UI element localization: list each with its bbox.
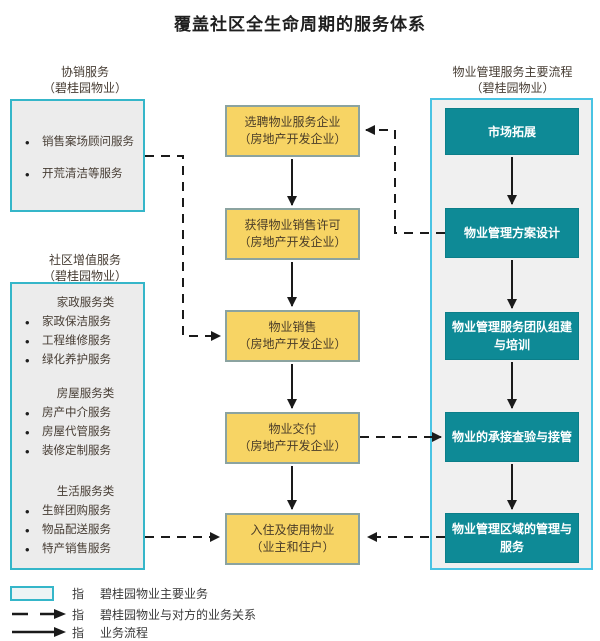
flow-box-line1: 物业销售 (268, 320, 317, 334)
value-added-label-line1: 社区增值服务 (48, 253, 121, 267)
list-item: 装修定制服务 (12, 442, 143, 461)
pm-process-label: 物业管理服务主要流程 （碧桂园物业） (415, 64, 600, 96)
flow-box-label: 物业管理方案设计 (463, 226, 560, 240)
flow-box-line2: （业主和住户） (250, 540, 335, 554)
flow-box-label: 物业管理区域的管理与服务 (452, 522, 573, 554)
flow-box-property-sales: 物业销售 （房地产开发企业） (225, 310, 360, 362)
flow-box-line1: 获得物业销售许可 (244, 218, 341, 232)
flow-box-line2: （房地产开发企业） (238, 439, 347, 453)
flow-box-team-building-training: 物业管理服务团队组建与培训 (445, 312, 579, 360)
pm-process-label-line2: （碧桂园物业） (470, 81, 555, 95)
list-item: 家政保洁服务 (12, 313, 143, 332)
cosales-label: 协销服务 （碧桂园物业） (10, 64, 160, 96)
legend-box-symbol (10, 585, 72, 601)
group-title: 生活服务类 (56, 486, 115, 498)
flow-box-takeover-inspection: 物业的承接查验与接管 (445, 412, 579, 462)
flow-box-line2: （房地产开发企业） (238, 337, 347, 351)
value-added-label-line2: （碧桂园物业） (42, 269, 127, 283)
list-item: 开荒清洁等服务 (12, 165, 143, 184)
legend-prefix: 指 (72, 625, 85, 640)
value-added-panel: 家政服务类 家政保洁服务 工程维修服务 绿化养护服务 房屋服务类 房产中介服务 … (10, 282, 145, 570)
legend-dashed-arrow-symbol (10, 608, 72, 620)
flow-box-line2: （房地产开发企业） (238, 132, 347, 146)
list-item: 特产销售服务 (12, 540, 143, 559)
list-item: 销售案场顾问服务 (12, 133, 143, 152)
list-item: 房屋代管服务 (12, 423, 143, 442)
flow-box-obtain-sales-permit: 获得物业销售许可 （房地产开发企业） (225, 208, 360, 260)
service-group-housing: 房屋服务类 房产中介服务 房屋代管服务 装修定制服务 (12, 385, 143, 461)
flow-box-line2: （房地产开发企业） (238, 235, 347, 249)
flow-box-select-pm-company: 选聘物业服务企业 （房地产开发企业） (225, 105, 360, 157)
value-added-label: 社区增值服务 （碧桂园物业） (10, 252, 160, 284)
group-title: 房屋服务类 (56, 388, 115, 400)
list-item: 房产中介服务 (12, 404, 143, 423)
pm-process-label-line1: 物业管理服务主要流程 (452, 65, 573, 79)
flow-box-property-delivery: 物业交付 （房地产开发企业） (225, 412, 360, 464)
legend-solid-arrow-symbol (10, 626, 72, 638)
flow-box-line1: 入住及使用物业 (250, 523, 335, 537)
flow-box-label: 物业的承接查验与接管 (452, 430, 573, 444)
flow-box-line1: 物业交付 (268, 422, 317, 436)
legend-row-main-business: 指 碧桂园物业主要业务 (10, 584, 208, 602)
flow-box-label: 物业管理服务团队组建与培训 (452, 320, 573, 352)
cosales-list: 销售案场顾问服务 开荒清洁等服务 (12, 101, 143, 184)
legend-text: 业务流程 (100, 625, 149, 640)
cosales-panel: 销售案场顾问服务 开荒清洁等服务 (10, 99, 145, 212)
flow-box-market-expansion: 市场拓展 (445, 108, 579, 155)
legend-row-business-flow: 指 业务流程 (10, 623, 148, 641)
flow-box-line1: 选聘物业服务企业 (244, 115, 341, 129)
flow-box-pm-plan-design: 物业管理方案设计 (445, 208, 579, 258)
service-group-housekeeping: 家政服务类 家政保洁服务 工程维修服务 绿化养护服务 (12, 294, 143, 370)
list-item: 物品配送服务 (12, 521, 143, 540)
list-item: 绿化养护服务 (12, 351, 143, 370)
cosales-label-line1: 协销服务 (60, 65, 109, 79)
legend-text: 碧桂园物业与对方的业务关系 (100, 607, 257, 622)
flow-box-area-management-service: 物业管理区域的管理与服务 (445, 513, 579, 563)
legend-text: 碧桂园物业主要业务 (100, 586, 209, 601)
page-title: 覆盖社区全生命周期的服务体系 (174, 15, 426, 34)
cosales-label-line2: （碧桂园物业） (42, 81, 127, 95)
service-group-living: 生活服务类 生鲜团购服务 物品配送服务 特产销售服务 (12, 483, 143, 559)
legend-prefix: 指 (72, 607, 85, 622)
legend-prefix: 指 (72, 586, 85, 601)
dashed-arrow-cosales-to-sales (145, 155, 221, 341)
legend-row-relationship: 指 碧桂园物业与对方的业务关系 (10, 605, 256, 623)
flow-box-move-in-use: 入住及使用物业 （业主和住户） (225, 513, 360, 565)
list-item: 工程维修服务 (12, 332, 143, 351)
group-title: 家政服务类 (56, 297, 115, 309)
flow-box-label: 市场拓展 (487, 124, 536, 139)
list-item: 生鲜团购服务 (12, 502, 143, 521)
